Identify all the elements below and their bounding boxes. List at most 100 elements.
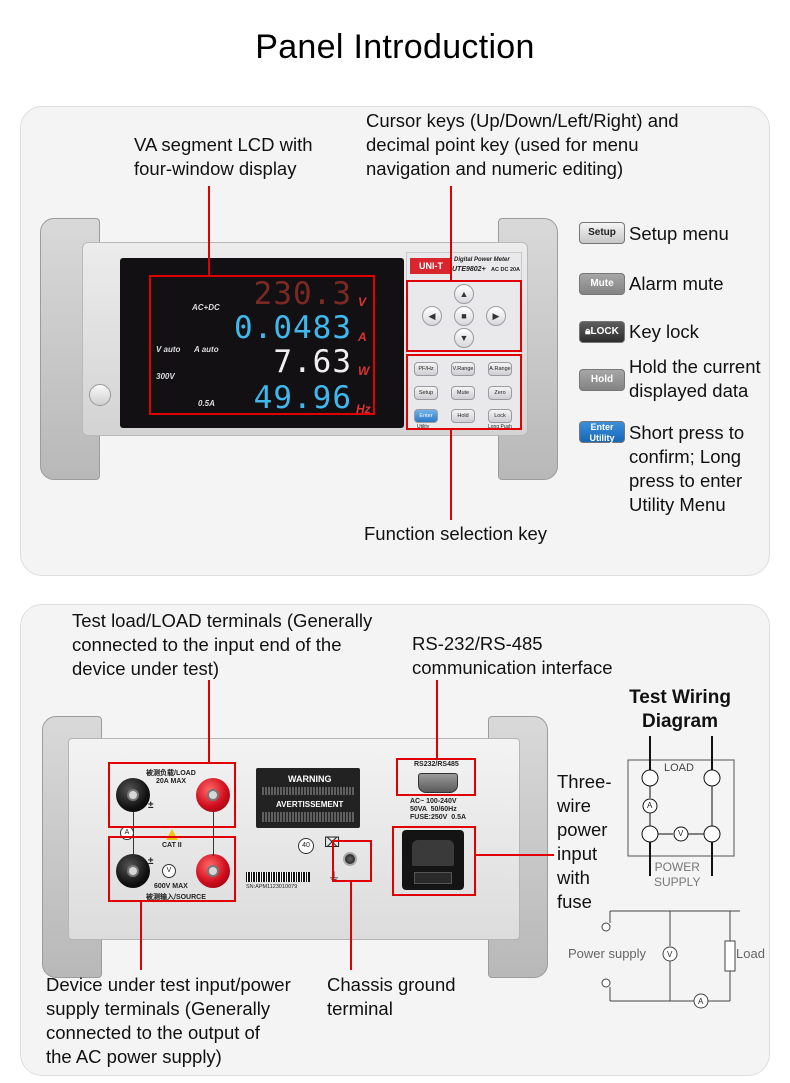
enter-icon: Enter Utility bbox=[579, 421, 625, 443]
load-callout-box bbox=[108, 762, 236, 828]
caution-triangle-icon bbox=[166, 829, 178, 840]
down-key[interactable]: ▼ bbox=[454, 328, 474, 348]
setup-icon: Setup bbox=[579, 222, 625, 244]
load-plus-minus: ± bbox=[148, 800, 154, 811]
source-terminal-text: 被测输入/SOURCE bbox=[146, 894, 206, 901]
power-spec: AC~ 100-240V 50VA 50/60Hz FUSE:250V 0.5A bbox=[410, 798, 467, 821]
power-inlet-socket bbox=[412, 840, 454, 866]
lcd-voltage-value: 230.3 bbox=[253, 276, 352, 312]
db9-connector[interactable] bbox=[418, 773, 458, 793]
lcd-tag-v-range: 300V bbox=[156, 372, 175, 381]
source-callout-line bbox=[140, 902, 142, 970]
serial-number: SN:APM1123010079 bbox=[246, 884, 298, 890]
rs-port-label: RS232/RS485 bbox=[414, 761, 459, 768]
lcd-current-value: 0.0483 bbox=[234, 310, 352, 346]
warning-fine-print bbox=[262, 787, 354, 795]
cursor-keys-label: Cursor keys (Up/Down/Left/Right) and dec… bbox=[366, 110, 679, 179]
v-range-key[interactable]: V.Range bbox=[451, 362, 475, 376]
enter-icon-label: Enter bbox=[590, 422, 614, 432]
lock-key[interactable]: Lock bbox=[488, 409, 512, 423]
lcd-power-value: 7.63 bbox=[273, 344, 352, 380]
rear-wire-line-2 bbox=[213, 812, 214, 856]
source-terminal-rating: 600V MAX bbox=[154, 883, 188, 890]
function-callout-box bbox=[406, 354, 522, 430]
setup-key[interactable]: Setup bbox=[414, 386, 438, 400]
lcd-voltage-unit: V bbox=[358, 295, 367, 309]
hold-icon: Hold bbox=[579, 369, 625, 391]
lock-icon-label: LOCK bbox=[590, 326, 619, 337]
ground-terminal-label: Chassis ground terminal bbox=[327, 974, 456, 1019]
left-key[interactable]: ◀ bbox=[422, 306, 442, 326]
source-callout-box bbox=[108, 836, 236, 902]
right-key[interactable]: ▶ bbox=[486, 306, 506, 326]
lcd-screen bbox=[120, 258, 404, 428]
fuse-drawer[interactable] bbox=[414, 872, 452, 884]
wd-voltmeter-glyph: V bbox=[678, 829, 684, 838]
legend-hold-text: Hold the current displayed data bbox=[629, 356, 761, 401]
load-terminal-label: Test load/LOAD terminals (Generally conn… bbox=[72, 610, 373, 679]
load-callout-line bbox=[208, 680, 210, 763]
load-terminal-rating: 20A MAX bbox=[156, 778, 187, 785]
zero-key[interactable]: Zero bbox=[488, 386, 512, 400]
avertissement-fine-print bbox=[262, 812, 354, 822]
utility-sublabel: Utility bbox=[417, 424, 430, 430]
rear-wire-line bbox=[133, 812, 134, 856]
cursor-callout-box bbox=[406, 280, 522, 352]
cursor-callout-line bbox=[450, 186, 452, 281]
voltmeter-icon: V bbox=[162, 864, 176, 878]
mute-key[interactable]: Mute bbox=[451, 386, 475, 400]
page-title: Panel Introduction bbox=[255, 28, 535, 66]
certification-mark-icon: 40 bbox=[298, 838, 314, 854]
lcd-current-unit: A bbox=[358, 330, 367, 344]
legend-mute-text: Alarm mute bbox=[629, 273, 724, 294]
enter-icon-sublabel: Utility bbox=[589, 433, 615, 443]
lcd-tag-a-auto: A auto bbox=[194, 345, 219, 354]
rs-callout-line bbox=[436, 680, 438, 759]
ground-terminal bbox=[343, 852, 357, 866]
source-plus-minus: ± bbox=[148, 856, 154, 867]
function-key-label: Function selection key bbox=[364, 523, 548, 544]
avertissement-text: AVERTISSEMENT bbox=[276, 800, 344, 809]
source-terminal-label: Device under test input/power supply ter… bbox=[46, 974, 291, 1067]
legend-lock-text: Key lock bbox=[629, 321, 699, 342]
source-black-terminal bbox=[116, 854, 150, 888]
enter-key[interactable]: Enter bbox=[414, 409, 438, 423]
wd-power-supply-2: Power supply bbox=[568, 946, 647, 961]
rs-callout-box bbox=[396, 758, 476, 796]
lcd-frequency-value: 49.96 bbox=[253, 380, 352, 416]
load-red-terminal bbox=[196, 778, 230, 812]
device-model: UTE9802+ bbox=[452, 266, 486, 273]
ground-callout-box bbox=[332, 840, 372, 882]
device-title: Digital Power Meter bbox=[454, 257, 510, 263]
function-callout-line bbox=[450, 430, 452, 520]
source-red-terminal bbox=[196, 854, 230, 888]
up-key[interactable]: ▲ bbox=[454, 284, 474, 304]
wiring-diagram-title: Test Wiring Diagram bbox=[629, 687, 731, 732]
decimal-point-key[interactable]: ■ bbox=[454, 306, 474, 326]
lcd-power-unit: W bbox=[358, 364, 370, 378]
wd-power-supply-text: POWER SUPPLY bbox=[654, 860, 701, 889]
lcd-tag-acdc: AC+DC bbox=[192, 303, 220, 312]
rs-interface-label: RS-232/RS-485 communication interface bbox=[412, 633, 613, 678]
power-callout-box bbox=[392, 826, 476, 896]
barcode-icon bbox=[246, 872, 310, 882]
wd-load-text: LOAD bbox=[664, 762, 694, 774]
power-input-label: Three- wire power input with fuse bbox=[557, 771, 612, 912]
wiring-diagram-bottom bbox=[601, 910, 740, 1009]
wiring-diagram-top bbox=[627, 736, 735, 876]
lock-icon: 🔒︎LOCK bbox=[579, 321, 625, 343]
pf-hz-key[interactable]: PF/Hz bbox=[414, 362, 438, 376]
hold-key[interactable]: Hold bbox=[451, 409, 475, 423]
lcd-callout-box bbox=[149, 275, 375, 415]
long-push-sublabel: Long Push bbox=[488, 424, 512, 430]
lcd-label: VA segment LCD with four-window display bbox=[134, 134, 313, 179]
power-callout-line bbox=[476, 854, 554, 856]
wd-voltmeter-glyph-2: V bbox=[667, 950, 673, 959]
lcd-frequency-unit: Hz bbox=[356, 402, 371, 416]
wd-ammeter-glyph-2: A bbox=[698, 997, 704, 1006]
power-button bbox=[89, 384, 111, 406]
wd-ammeter-glyph: A bbox=[647, 801, 653, 810]
wd-load-2: Load bbox=[736, 946, 765, 961]
a-range-key[interactable]: A.Range bbox=[488, 362, 512, 376]
warning-text: WARNING bbox=[288, 774, 332, 784]
